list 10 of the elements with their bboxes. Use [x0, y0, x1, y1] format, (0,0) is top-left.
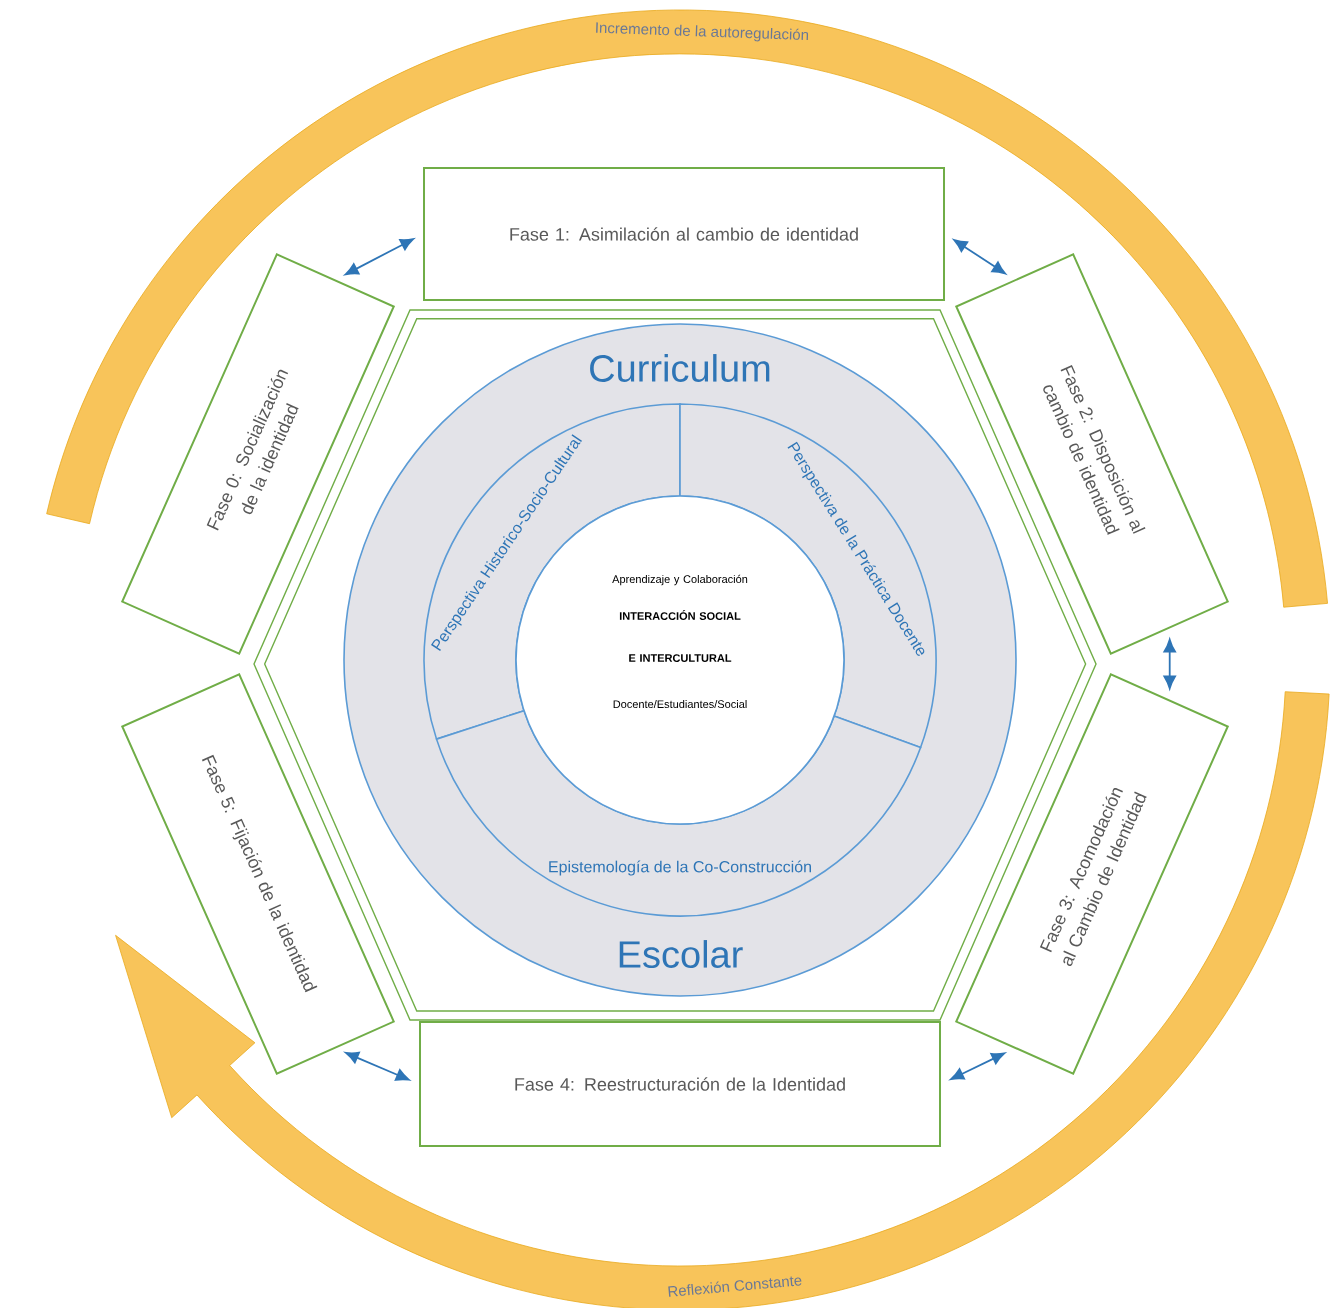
double-arrow — [345, 1051, 410, 1081]
ring-title: Curriculum — [590, 354, 770, 382]
double-arrow — [953, 239, 1006, 275]
ring-segment: Epistemología de la Co-Construcción — [435, 709, 922, 917]
double-arrow — [950, 1052, 1006, 1081]
phase-box: Fase 4: Reestructuración de la Identidad — [419, 1021, 941, 1147]
double-arrow — [1163, 638, 1176, 690]
phase-box: Fase 1: Asimilación al cambio de identidad — [423, 167, 945, 301]
double-arrow — [344, 238, 414, 276]
ring-title: Escolar — [619, 940, 743, 968]
